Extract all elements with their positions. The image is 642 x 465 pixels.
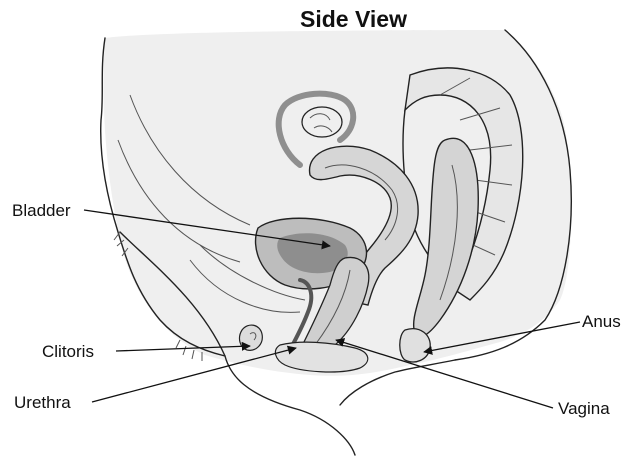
label-vagina: Vagina [558,400,610,417]
label-anus: Anus [582,313,621,330]
anus-shape [400,329,430,362]
label-clitoris: Clitoris [42,343,94,360]
label-bladder: Bladder [12,202,71,219]
ovary [302,107,342,137]
urethra-leader [92,348,296,402]
label-urethra: Urethra [14,394,71,411]
